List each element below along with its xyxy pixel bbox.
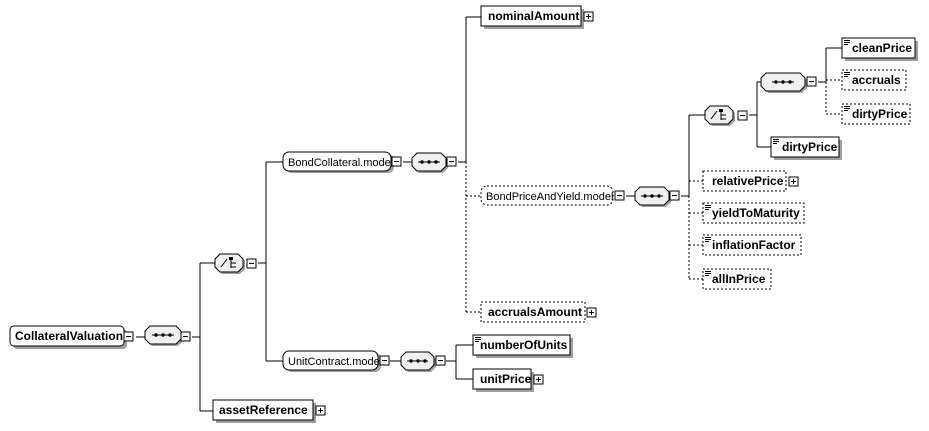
expand-icon[interactable] — [583, 11, 594, 22]
number-of-units-element[interactable]: numberOfUnits — [472, 334, 573, 358]
expand-icon[interactable] — [315, 405, 326, 416]
dirty-price-element[interactable]: dirtyPrice — [770, 136, 842, 160]
collapse-icon[interactable] — [669, 190, 680, 201]
clean-price-label: cleanPrice — [852, 41, 912, 55]
collapse-icon[interactable] — [123, 331, 134, 342]
bond-price-and-yield-model-label: BondPriceAndYield.model — [486, 191, 613, 203]
number-of-units-label: numberOfUnits — [480, 338, 568, 352]
unit-price-element[interactable]: unitPrice — [472, 368, 544, 392]
nominal-amount-label: nominalAmount — [488, 9, 579, 23]
inflation-factor-label: inflationFactor — [712, 238, 796, 252]
collapse-icon[interactable] — [246, 258, 257, 269]
text-lines-icon — [475, 337, 481, 342]
asset-reference-element[interactable]: assetReference — [212, 399, 326, 423]
sequence-compositor-icon[interactable] — [400, 351, 446, 372]
text-lines-icon — [705, 205, 711, 210]
choice-compositor-icon[interactable] — [214, 253, 257, 274]
nominal-amount-element[interactable]: nominalAmount — [480, 5, 594, 29]
dirty-price-label: dirtyPrice — [782, 140, 838, 154]
text-lines-icon — [844, 106, 850, 111]
text-lines-icon — [844, 72, 850, 77]
collapse-icon[interactable] — [446, 156, 457, 167]
collapse-icon[interactable] — [806, 76, 817, 87]
bond-price-and-yield-model-group[interactable]: BondPriceAndYield.model — [480, 185, 625, 206]
expand-icon[interactable] — [788, 176, 799, 187]
sequence-compositor-icon[interactable] — [760, 72, 817, 93]
collapse-icon[interactable] — [614, 190, 625, 201]
collapse-icon[interactable] — [737, 110, 748, 121]
connector-lines — [136, 16, 842, 412]
yield-to-maturity-element[interactable]: yieldToMaturity — [702, 202, 805, 224]
sequence-compositor-icon[interactable] — [411, 152, 457, 173]
sequence-compositor-icon[interactable] — [634, 186, 680, 207]
dirty-price-inner-element[interactable]: dirtyPrice — [841, 103, 911, 125]
collapse-icon[interactable] — [180, 331, 191, 342]
text-lines-icon — [844, 40, 850, 45]
text-lines-icon — [705, 271, 711, 276]
accruals-label: accruals — [852, 73, 901, 87]
accruals-amount-element[interactable]: accrualsAmount — [480, 301, 597, 323]
accruals-element[interactable]: accruals — [841, 69, 907, 91]
collapse-icon[interactable] — [379, 355, 390, 366]
clean-price-element[interactable]: cleanPrice — [841, 37, 918, 61]
asset-reference-label: assetReference — [219, 403, 308, 417]
expand-icon[interactable] — [533, 374, 544, 385]
all-in-price-label: allInPrice — [712, 272, 766, 286]
collapse-icon[interactable] — [391, 156, 402, 167]
collateral-valuation-element[interactable]: CollateralValuation — [9, 325, 134, 349]
text-lines-icon — [773, 139, 779, 144]
collapse-icon[interactable] — [435, 355, 446, 366]
text-lines-icon — [705, 237, 711, 242]
all-in-price-element[interactable]: allInPrice — [702, 268, 772, 290]
expand-icon[interactable] — [586, 307, 597, 318]
relative-price-label: relativePrice — [712, 174, 784, 188]
bond-collateral-model-group[interactable]: BondCollateral.model — [282, 151, 402, 173]
inflation-factor-element[interactable]: inflationFactor — [702, 234, 802, 256]
yield-to-maturity-label: yieldToMaturity — [712, 206, 800, 220]
choice-compositor-icon[interactable] — [704, 105, 748, 126]
unit-contract-model-group[interactable]: UnitContract.model — [282, 350, 390, 372]
dirty-price-inner-label: dirtyPrice — [852, 107, 908, 121]
collateral-valuation-label: CollateralValuation — [15, 329, 123, 343]
accruals-amount-label: accrualsAmount — [488, 305, 582, 319]
sequence-compositor-icon[interactable] — [144, 325, 191, 346]
relative-price-element[interactable]: relativePrice — [702, 170, 799, 192]
unit-contract-model-label: UnitContract.model — [288, 356, 382, 368]
bond-collateral-model-label: BondCollateral.model — [288, 157, 393, 169]
unit-price-label: unitPrice — [480, 372, 532, 386]
